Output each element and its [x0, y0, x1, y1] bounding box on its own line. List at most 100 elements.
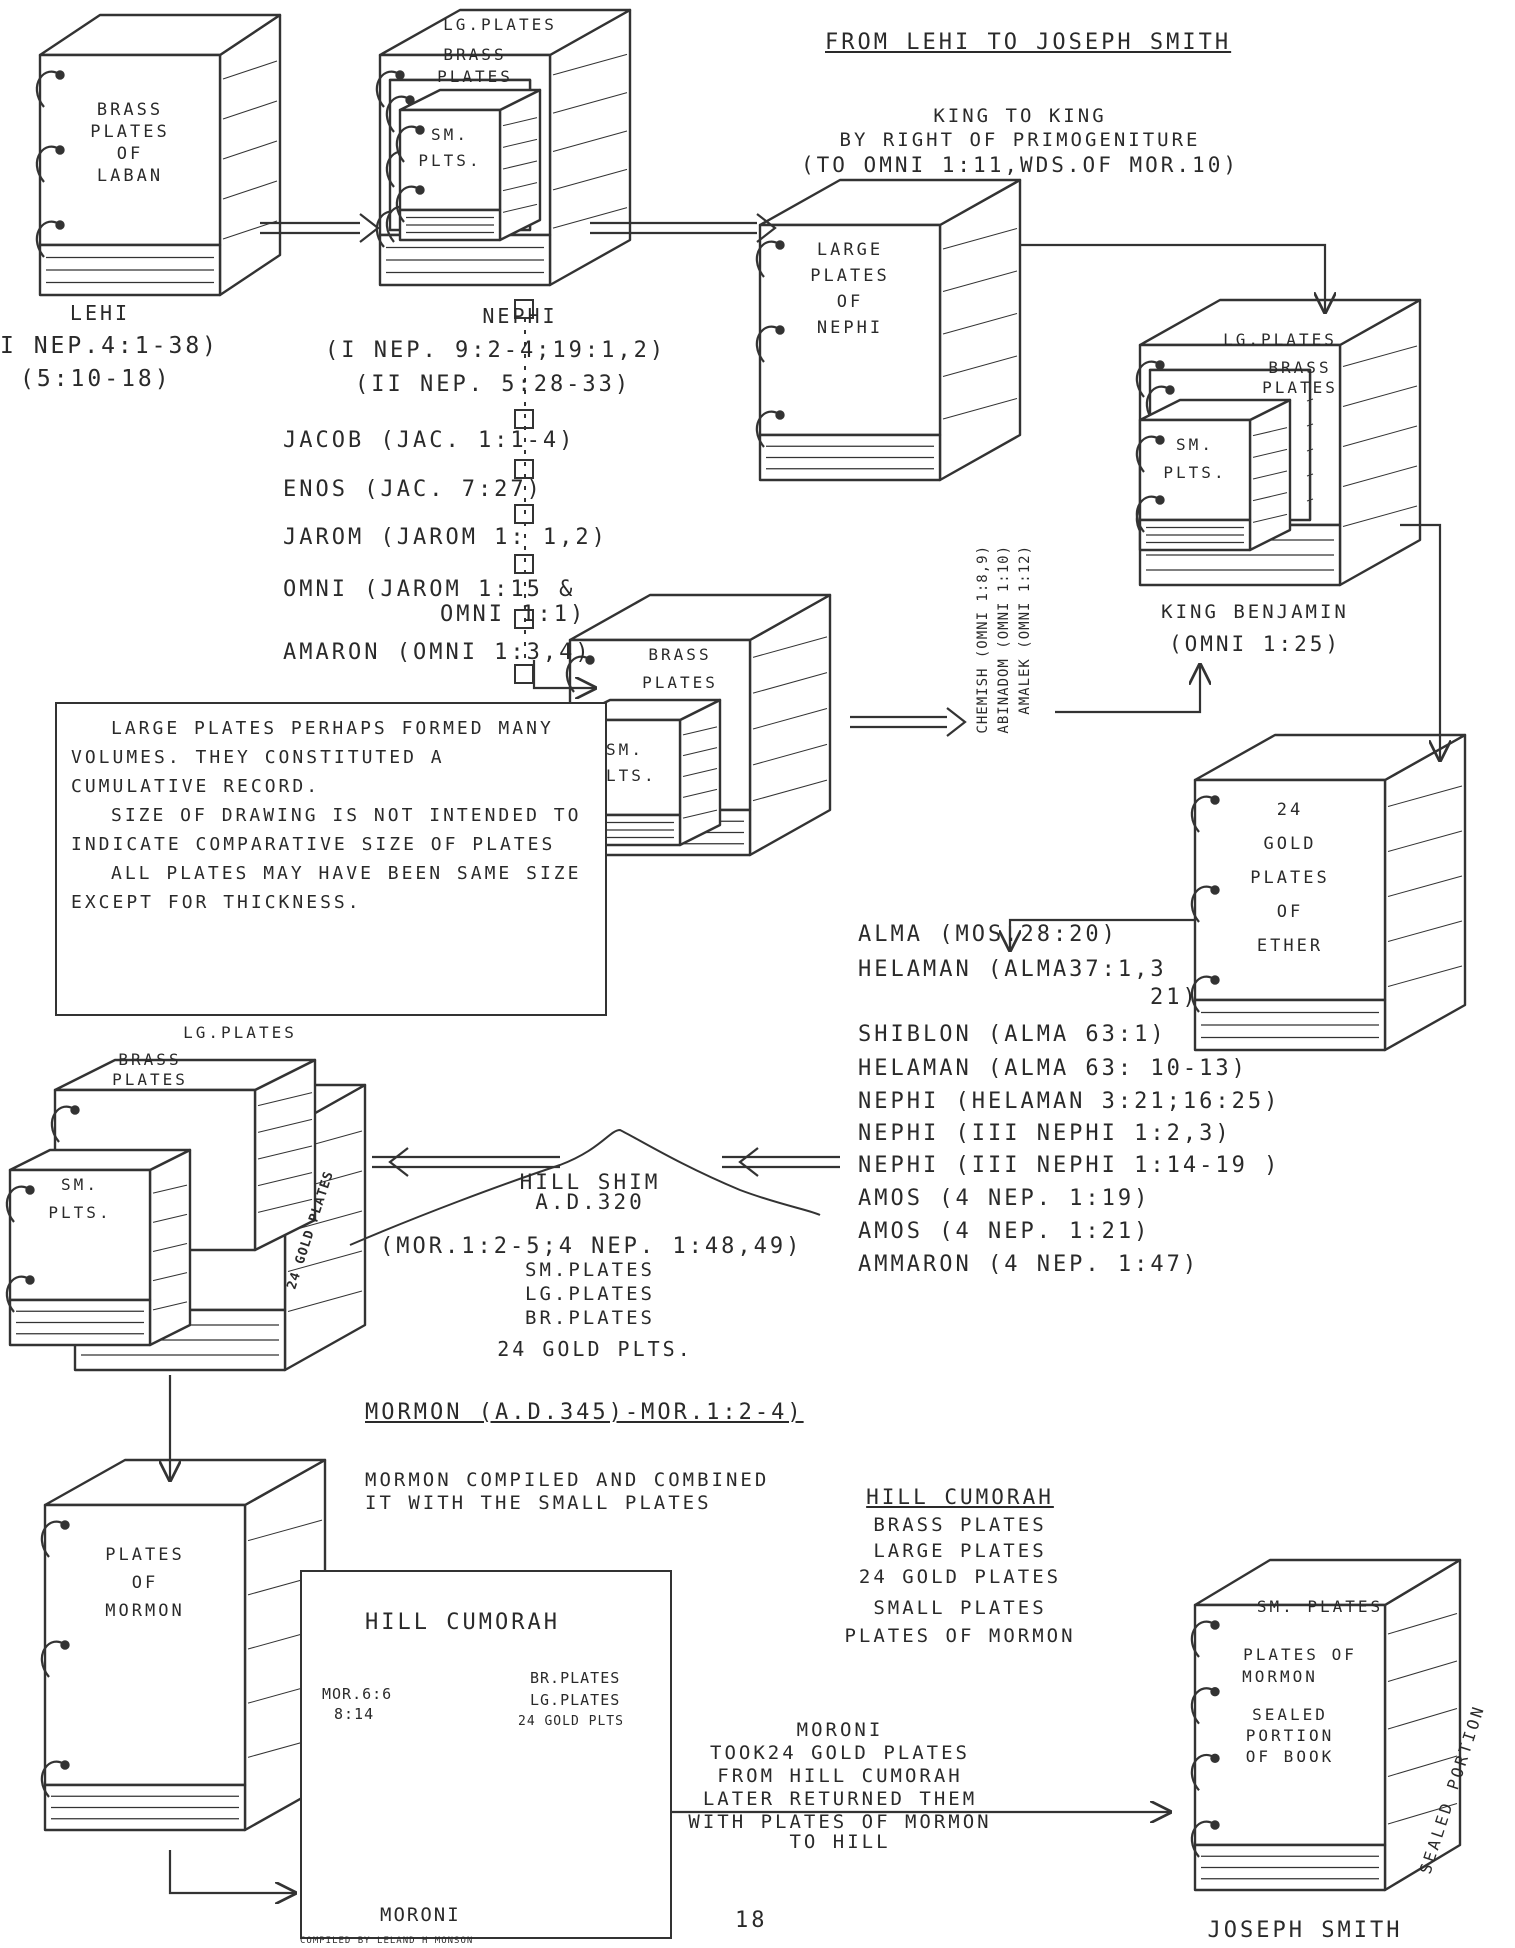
mormon-compiled-1: MORMON COMPILED AND COMBINED — [365, 1469, 770, 1491]
nephi-stack-label-1: BRASS — [443, 45, 506, 64]
shim-stack-label-1: BRASS — [118, 1050, 181, 1069]
nephi-small-plates-book-text-1: PLTS. — [418, 151, 481, 170]
moroni-text-4: WITH PLATES OF MORMON — [688, 1811, 992, 1833]
chain-link-box-1 — [514, 409, 534, 429]
king-to-king-line-2: BY RIGHT OF PRIMOGENITURE — [839, 129, 1201, 151]
hill-shim-outline — [349, 1128, 821, 1246]
shim-small-plates-book: SM. PLTS. — [5, 1148, 192, 1347]
hill-shim-lg-plates: LG.PLATES — [525, 1283, 655, 1305]
joseph-book-label-5: OF BOOK — [1246, 1747, 1334, 1766]
joseph-smith-label: JOSEPH SMITH — [1207, 1918, 1403, 1943]
enos-entry: ENOS (JAC. 7:27) — [283, 477, 543, 502]
brass-plates-laban-book-text-0: BRASS — [97, 100, 163, 120]
plates-of-mormon-book-text-0: PLATES — [105, 1545, 184, 1565]
shim-stack-label-2: PLATES — [112, 1070, 188, 1089]
large-plates-nephi-book-text-0: LARGE — [817, 240, 883, 260]
amaron-entry: AMARON (OMNI 1:3,4) — [283, 640, 592, 665]
mormon-heading: MORMON (A.D.345)-MOR.1:2-4) — [365, 1400, 804, 1425]
page-number: 18 — [735, 1908, 768, 1933]
hill-shim-gold-plates: 24 GOLD PLTS. — [497, 1337, 693, 1361]
inset-plates-lg: LG.PLATES — [530, 1691, 621, 1709]
joseph-book-label-1: PLATES OF — [1243, 1645, 1357, 1664]
page-title: FROM LEHI TO JOSEPH SMITH — [825, 30, 1232, 55]
benjamin-small-plates-book: SM.PLTS. — [1135, 398, 1292, 552]
lehi-ref-2: (5:10-18) — [20, 366, 172, 392]
omni-entry: OMNI (JAROM 1:15 & — [283, 577, 576, 602]
amaron-brass-book-text-0: BRASS — [648, 645, 711, 664]
moroni-text-1: TOOK24 GOLD PLATES — [710, 1742, 970, 1764]
jacob-entry: JACOB (JAC. 1:1-4) — [283, 428, 576, 453]
inset-ref-2: 8:14 — [334, 1705, 375, 1723]
successor-nephi-3: NEPHI (III NEPHI 1:14-19 ) — [858, 1153, 1281, 1178]
nephi-stack-label-2: PLATES — [437, 67, 513, 86]
benjamin-stack-label-0: LG.PLATES — [1223, 330, 1337, 349]
arrow-vertical-to-benjamin — [1055, 665, 1200, 714]
omni-entry-cont: OMNI 1:1) — [440, 602, 587, 627]
amaron-small-plates-book-text-1: PLTS. — [593, 766, 656, 785]
nephi-small-plates-book-text-0: SM. — [431, 125, 469, 144]
joseph-book-label-4: PORTION — [1246, 1726, 1334, 1745]
arrow-mormon-to-inset — [168, 1850, 295, 1893]
successor-helaman: HELAMAN (ALMA37:1,3 — [858, 957, 1167, 982]
large-plates-nephi-book-text-2: OF — [837, 292, 863, 312]
cumorah-inset-box — [300, 1570, 672, 1939]
arrow-nephi-to-large — [590, 213, 777, 243]
large-plates-nephi-book-text-3: NEPHI — [817, 318, 883, 338]
plates-of-mormon-book-text-2: MORMON — [105, 1601, 184, 1621]
arrow-laban-to-nephi — [260, 213, 380, 243]
successor-helaman-cont: 21) — [1150, 985, 1199, 1010]
shim-small-plates-book-text-1: PLTS. — [48, 1203, 111, 1222]
nephi-small-plates-book: SM. PLTS. — [395, 88, 542, 242]
benjamin-small-plates-book-text-1: PLTS. — [1163, 463, 1226, 482]
nephi-ref-1: (I NEP. 9:2-4;19:1,2) — [325, 338, 667, 363]
king-to-king-line-1: KING TO KING — [933, 105, 1107, 127]
abinadom-entry: ABINADOM (OMNI 1:10) — [996, 545, 1012, 734]
joseph-smith-book — [1190, 1558, 1462, 1892]
hill-shim-date: A.D.320 — [535, 1190, 645, 1214]
shim-small-plates-book-text-0: SM. — [61, 1175, 99, 1194]
arrow-large-to-benjamin — [1020, 243, 1325, 312]
chain-link-box-6 — [514, 664, 534, 684]
lehi-name: LEHI — [69, 301, 131, 325]
successor-amos-1: AMOS (4 NEP. 1:19) — [858, 1186, 1151, 1211]
cumorah-list-large: LARGE PLATES — [873, 1540, 1047, 1562]
gold-plates-ether-book-text-0: 24 — [1277, 800, 1303, 820]
cumorah-list-brass: BRASS PLATES — [873, 1514, 1047, 1536]
amaron-brass-book-text-1: PLATES — [642, 673, 718, 692]
cumorah-list-title: HILL CUMORAH — [866, 1485, 1054, 1509]
inset-title: HILL CUMORAH — [365, 1610, 560, 1635]
compiled-by: COMPILED BY LELAND H MONSON — [300, 1936, 474, 1946]
joseph-book-label-0: SM. PLATES — [1257, 1597, 1383, 1616]
king-to-king-line-3: (TO OMNI 1:11,WDS.OF MOR.10) — [800, 153, 1239, 177]
successor-shiblon: SHIBLON (ALMA 63:1) — [858, 1022, 1167, 1047]
brass-plates-laban-book-text-2: OF — [117, 144, 143, 164]
hill-shim-br-plates: BR.PLATES — [525, 1307, 655, 1329]
arrow-hill-shim-to-stack — [372, 1147, 560, 1177]
successor-helaman-2: HELAMAN (ALMA 63: 10-13) — [858, 1056, 1248, 1081]
arrow-stack-to-vertical — [850, 707, 967, 737]
line-ether-to-successors — [1008, 918, 1195, 945]
benjamin-stack-label-1: BRASS — [1268, 358, 1331, 377]
successor-amos-2: AMOS (4 NEP. 1:21) — [858, 1219, 1151, 1244]
large-plates-nephi-book-text-1: PLATES — [810, 266, 889, 286]
inset-caption: MORONI — [380, 1904, 461, 1926]
jarom-entry: JAROM (JAROM 1: 1,2) — [283, 525, 608, 550]
moroni-text-2: FROM HILL CUMORAH — [717, 1765, 963, 1787]
joseph-book-label-2: MORMON — [1242, 1667, 1318, 1686]
plates-of-mormon-book-text-1: OF — [132, 1573, 158, 1593]
hill-shim-sm-plates: SM.PLATES — [525, 1259, 655, 1281]
amalek-entry: AMALEK (OMNI 1:12) — [1017, 545, 1033, 715]
successor-nephi-2: NEPHI (III NEPHI 1:2,3) — [858, 1121, 1232, 1146]
successor-nephi-1: NEPHI (HELAMAN 3:21;16:25) — [858, 1089, 1281, 1114]
plates-of-mormon-book: PLATES OF MORMON — [40, 1458, 327, 1832]
note-paragraph-3: ALL PLATES MAY HAVE BEEN SAME SIZE EXCEP… — [71, 863, 582, 913]
gold-plates-ether-book-text-2: PLATES — [1250, 868, 1329, 888]
inset-ref-1: MOR.6:6 — [322, 1685, 393, 1703]
benjamin-stack-label-2: PLATES — [1262, 378, 1338, 397]
shim-stack-label-0: LG.PLATES — [183, 1023, 297, 1042]
